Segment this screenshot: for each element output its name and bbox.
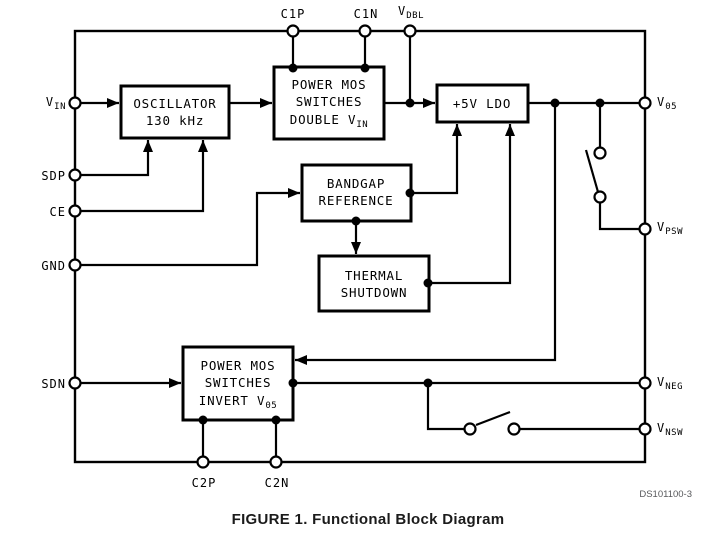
junction-invert-c2n [271,415,281,425]
pin-gnd [68,258,82,272]
pin-vdbl [403,24,417,38]
pin-label-vnsw: VNSW [657,421,683,438]
double-label-line1: POWER MOS [292,77,367,92]
wires [75,31,641,462]
pin-label-c2p: C2P [192,476,217,490]
oscillator-label-line1: OSCILLATOR [133,96,216,111]
wire-sdp-to-oscillator [75,140,153,177]
wire-nsw-switch-blade [475,410,511,427]
thermal-block [317,254,431,313]
ldo-label: +5V LDO [453,96,511,111]
double-label-line3-sub: IN [356,120,368,130]
pin-label-v05: V05 [657,95,677,112]
package-pins [68,24,652,469]
junction-v05-invert-branch [550,98,560,108]
pin-label-vpsw: VPSW [657,220,683,237]
double-label-line3: DOUBLE VIN [290,112,368,130]
oscillator-label-line2: 130 kHz [146,113,204,128]
invert-label-line2: SWITCHES [205,375,272,390]
pin-label-vin-base: V [46,95,54,109]
double-label-line3-base: DOUBLE V [290,112,357,127]
wire-vneg-branch-to-switch [426,383,465,431]
pin-label-sdp: SDP [41,169,66,183]
switch-contacts [463,146,607,436]
bandgap-label-line2: REFERENCE [319,193,394,208]
junction-bandgap-bottom [351,216,361,226]
wire-bandgap-to-ldo [410,124,462,195]
invert-label-line3: INVERT V05 [199,393,277,411]
pin-c1n [358,24,372,38]
pin-label-vdbl-base: V [398,4,406,18]
nsw-switch-contact-right [507,422,521,436]
junction-c1p-double [288,63,298,73]
pin-vnsw [638,422,652,436]
double-switches-block [272,65,386,141]
bandgap-label-line1: BANDGAP [327,176,385,191]
ldo-block [435,83,530,124]
pin-c2p [196,455,210,469]
nsw-switch-contact-left [463,422,477,436]
double-label-line2: SWITCHES [296,94,363,109]
junction-c1n-double [360,63,370,73]
pin-label-vdbl: VDBL [398,4,424,21]
pin-label-v05-base: V [657,95,665,109]
junction-v05-psw-branch [595,98,605,108]
wire-thermal-to-ldo [428,124,515,285]
invert-label-line3-sub: 05 [265,401,277,411]
thermal-label-line2: SHUTDOWN [341,285,408,300]
function-blocks [119,65,530,422]
invert-label-line1: POWER MOS [201,358,276,373]
pin-label-vin: VIN [46,95,66,112]
pin-label-vdbl-sub: DBL [406,11,424,21]
junction-invert-c2p [198,415,208,425]
pin-label-c2n: C2N [265,476,290,490]
pin-label-gnd: GND [41,259,66,273]
pin-c2n [269,455,283,469]
pin-label-vpsw-base: V [657,220,665,234]
pin-label-vnsw-sub: NSW [665,428,683,438]
pin-v05 [638,96,652,110]
oscillator-block [119,84,231,140]
pin-label-vneg: VNEG [657,375,683,392]
pin-vneg [638,376,652,390]
pin-label-vnsw-base: V [657,421,665,435]
pin-label-vin-sub: IN [54,102,66,112]
psw-switch-contact-top [593,146,607,160]
pin-label-vneg-base: V [657,375,665,389]
figure-caption: FIGURE 1. Functional Block Diagram [232,511,505,528]
junction-vneg-nsw-branch [423,378,433,388]
pin-label-ce: CE [50,205,66,219]
pin-labels: C1P C1N VDBL VIN SDP CE GND SDN V05 VPSW… [41,4,683,490]
wire-gnd-to-bandgap [75,188,300,267]
pin-label-vneg-sub: NEG [665,382,683,392]
pin-sdp [68,168,82,182]
pin-label-vpsw-sub: PSW [665,227,683,237]
bandgap-block [300,163,413,223]
pin-sdn [68,376,82,390]
pin-label-sdn: SDN [41,377,66,391]
junction-invert-vneg-output [288,378,298,388]
psw-switch-contact-bottom [593,190,607,204]
junction-vdbl-ldo-input [405,98,415,108]
pin-ce [68,204,82,218]
junction-thermal-output [423,278,433,288]
pin-label-v05-sub: 05 [665,102,677,112]
pin-label-c1n: C1N [354,7,379,21]
invert-label-line3-base: INVERT V [199,393,266,408]
block-labels: OSCILLATOR 130 kHz POWER MOS SWITCHES DO… [133,77,511,411]
wire-psw-switch-to-pin [598,202,641,231]
pin-vpsw [638,222,652,236]
junction-bandgap-output [405,188,415,198]
pin-c1p [286,24,300,38]
thermal-label-line1: THERMAL [345,268,403,283]
pin-vin [68,96,82,110]
wire-ce-to-oscillator [75,140,208,213]
wire-v05-branch-to-invert [295,103,557,365]
wire-psw-switch-blade [584,149,600,193]
junction-dots [198,63,605,425]
pin-label-c1p: C1P [281,7,306,21]
document-code: DS101100-3 [639,489,692,500]
